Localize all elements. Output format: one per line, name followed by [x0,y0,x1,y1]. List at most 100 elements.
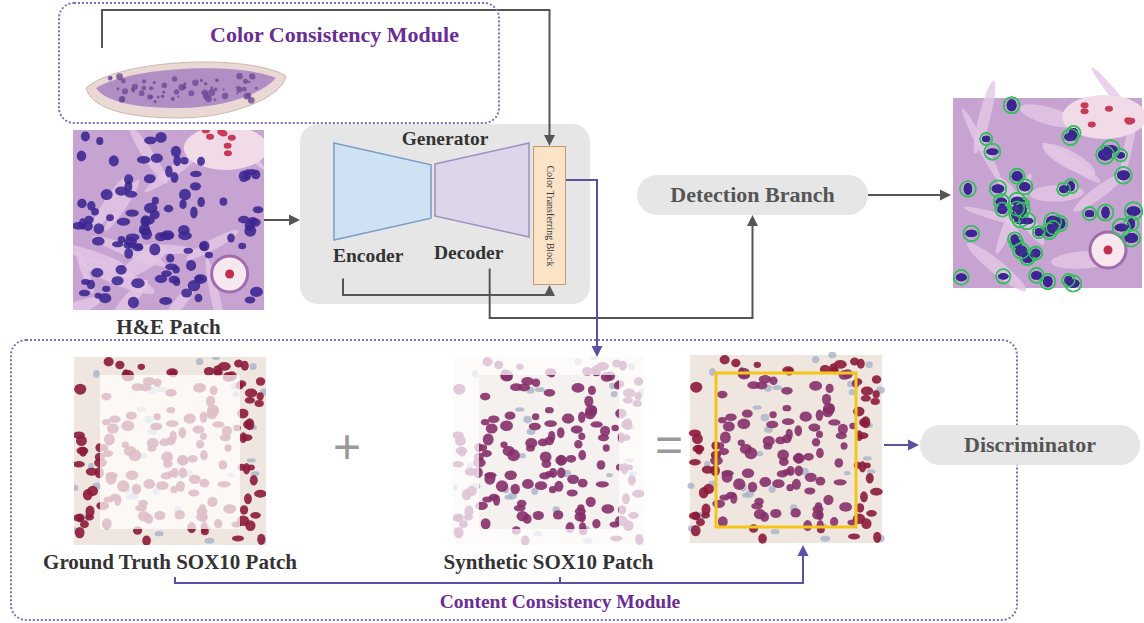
sox10-nucleus [759,477,771,487]
slide-dot [248,97,255,104]
detection-ring [954,270,969,285]
detection-ring [1017,179,1032,194]
sox10-nucleus [584,396,593,407]
sox10-nucleus [834,479,847,485]
sox10-nucleus [861,386,873,395]
nucleus [992,185,1005,193]
sox10-nucleus [257,534,265,545]
sox10-nucleus [566,455,576,463]
detection-ring [1096,146,1114,164]
process-label: Discriminator [964,432,1096,457]
nucleus [1012,205,1022,212]
sox10-nucleus [603,444,610,451]
red-cell [1081,102,1089,108]
sox10-nucleus [138,364,145,370]
nucleus [137,156,150,164]
nucleus [188,280,201,291]
sox10-nucleus [544,389,556,397]
nucleus [1011,234,1019,243]
sox10-nucleus [240,505,248,514]
slide-dot [153,81,156,84]
slide-dot [174,89,179,94]
vessel-area [184,130,264,170]
nucleus [982,136,990,142]
discriminator-arrow [884,440,919,451]
connector-line [566,180,597,348]
sox10-nucleus [770,509,781,518]
sox10-nucleus [592,519,600,528]
sox10-nucleus [712,500,725,508]
sox10-nucleus [596,481,609,487]
detection-ring [980,133,992,145]
patch-image [453,357,644,545]
nucleus [1085,210,1094,217]
sox10-nucleus [861,416,870,428]
nucleus [1117,170,1130,180]
nucleus [115,186,128,195]
sox10-nucleus [218,362,231,371]
nucleus [244,225,256,237]
nucleus [964,183,972,195]
sox10-nucleus [775,437,785,445]
sox10-nucleus [720,432,731,444]
sox10-nucleus [786,484,793,491]
detection-ring [996,269,1010,283]
counterstain-nucleus [155,531,164,536]
arrow-line [884,444,910,446]
red-cell [1103,246,1112,255]
red-cell [1088,121,1096,127]
detection-ring [1123,229,1140,246]
nucleus [117,218,131,226]
detection-ring [1040,274,1055,289]
nucleus [1059,185,1068,193]
nucleus [1115,224,1129,231]
stroma-streak [87,170,136,233]
slide-dot [192,79,198,85]
sox10-nucleus [720,355,730,364]
nucleus [93,223,104,234]
nucleus [1098,149,1112,160]
operator-symbol: = [655,421,683,469]
red-cell [1105,106,1113,112]
detection-ring [1113,219,1131,237]
slide-thumbnail [80,48,292,124]
sox10-nucleus [567,490,578,497]
detection-ring [1062,129,1078,145]
nucleus [956,274,967,282]
sox10-nucleus [812,505,823,513]
stroma-streak [991,171,1036,256]
counterstain-nucleus [247,458,256,462]
nucleus [1101,207,1109,219]
nucleus [243,169,251,180]
nucleus [199,241,209,251]
nucleus [1098,149,1112,160]
slide-dot [132,84,138,90]
vessel [1090,232,1126,268]
sox10-nucleus [245,388,257,397]
sox10-nucleus [74,431,85,438]
detection-ring [1013,243,1029,259]
detection-ring [1010,201,1024,215]
nucleus [1012,205,1022,212]
sox10-nucleus [104,357,114,366]
detection-ring [960,181,976,197]
bracket-line [559,577,561,583]
slide-dot [172,76,177,81]
sox10-nucleus [516,511,528,521]
sox10-nucleus [783,405,792,411]
sox10-nucleus [496,480,508,492]
nucleus [81,131,90,141]
patch-image [73,130,264,310]
sox10-nucleus [75,527,85,538]
nucleus [1064,133,1076,141]
slide-dot [116,87,119,90]
sox10-nucleus [510,383,522,391]
sox10-nucleus [733,478,745,490]
nucleus [96,137,103,145]
slide-dot [236,73,243,80]
sox10-nucleus [545,407,554,413]
stain-ground [690,355,882,543]
slide-dot [236,93,238,95]
nucleus [998,273,1008,279]
detection-ring [960,181,976,197]
